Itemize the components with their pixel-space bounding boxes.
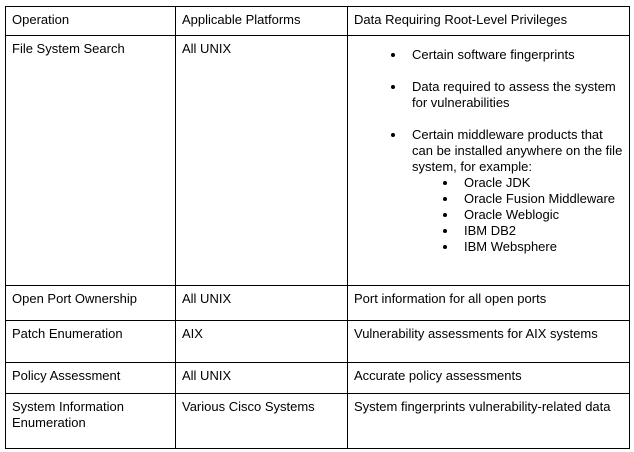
table-row: System Information Enumeration Various C…	[5, 393, 630, 449]
cell-privileges: Accurate policy assessments	[347, 362, 630, 394]
sub-bullet-item: IBM Websphere	[458, 239, 623, 255]
sub-bullet-item: Oracle JDK	[458, 175, 623, 191]
column-header-privileges: Data Requiring Root-Level Privileges	[347, 6, 630, 36]
cell-privileges: Port information for all open ports	[347, 285, 630, 321]
cell-platforms: Various Cisco Systems	[175, 393, 348, 449]
column-header-operation: Operation	[5, 6, 176, 36]
cell-operation: File System Search	[5, 35, 176, 286]
root-privileges-table: Operation Applicable Platforms Data Requ…	[5, 6, 630, 449]
table-row: Open Port Ownership All UNIX Port inform…	[5, 285, 630, 321]
cell-privileges: Certain software fingerprints Data requi…	[347, 35, 630, 286]
privileges-bullet-list: Certain software fingerprints Data requi…	[354, 47, 623, 255]
cell-privileges: Vulnerability assessments for AIX system…	[347, 320, 630, 363]
cell-operation: System Information Enumeration	[5, 393, 176, 449]
column-header-applicable-platforms: Applicable Platforms	[175, 6, 348, 36]
cell-operation: Patch Enumeration	[5, 320, 176, 363]
table-row: Policy Assessment All UNIX Accurate poli…	[5, 362, 630, 394]
bullet-item: Data required to assess the system for v…	[406, 79, 623, 111]
middleware-sub-list: Oracle JDK Oracle Fusion Middleware Orac…	[412, 175, 623, 255]
table-header-row: Operation Applicable Platforms Data Requ…	[5, 6, 630, 36]
bullet-item: Certain middleware products that can be …	[406, 127, 623, 255]
bullet-item-text: Certain middleware products that can be …	[412, 127, 623, 174]
cell-platforms: AIX	[175, 320, 348, 363]
cell-privileges: System fingerprints vulnerability-relate…	[347, 393, 630, 449]
cell-platforms: All UNIX	[175, 35, 348, 286]
bullet-item: Certain software fingerprints	[406, 47, 623, 63]
table-row: File System Search All UNIX Certain soft…	[5, 35, 630, 286]
cell-operation: Open Port Ownership	[5, 285, 176, 321]
table-row: Patch Enumeration AIX Vulnerability asse…	[5, 320, 630, 363]
sub-bullet-item: Oracle Fusion Middleware	[458, 191, 623, 207]
cell-operation: Policy Assessment	[5, 362, 176, 394]
sub-bullet-item: IBM DB2	[458, 223, 623, 239]
cell-platforms: All UNIX	[175, 362, 348, 394]
cell-platforms: All UNIX	[175, 285, 348, 321]
sub-bullet-item: Oracle Weblogic	[458, 207, 623, 223]
